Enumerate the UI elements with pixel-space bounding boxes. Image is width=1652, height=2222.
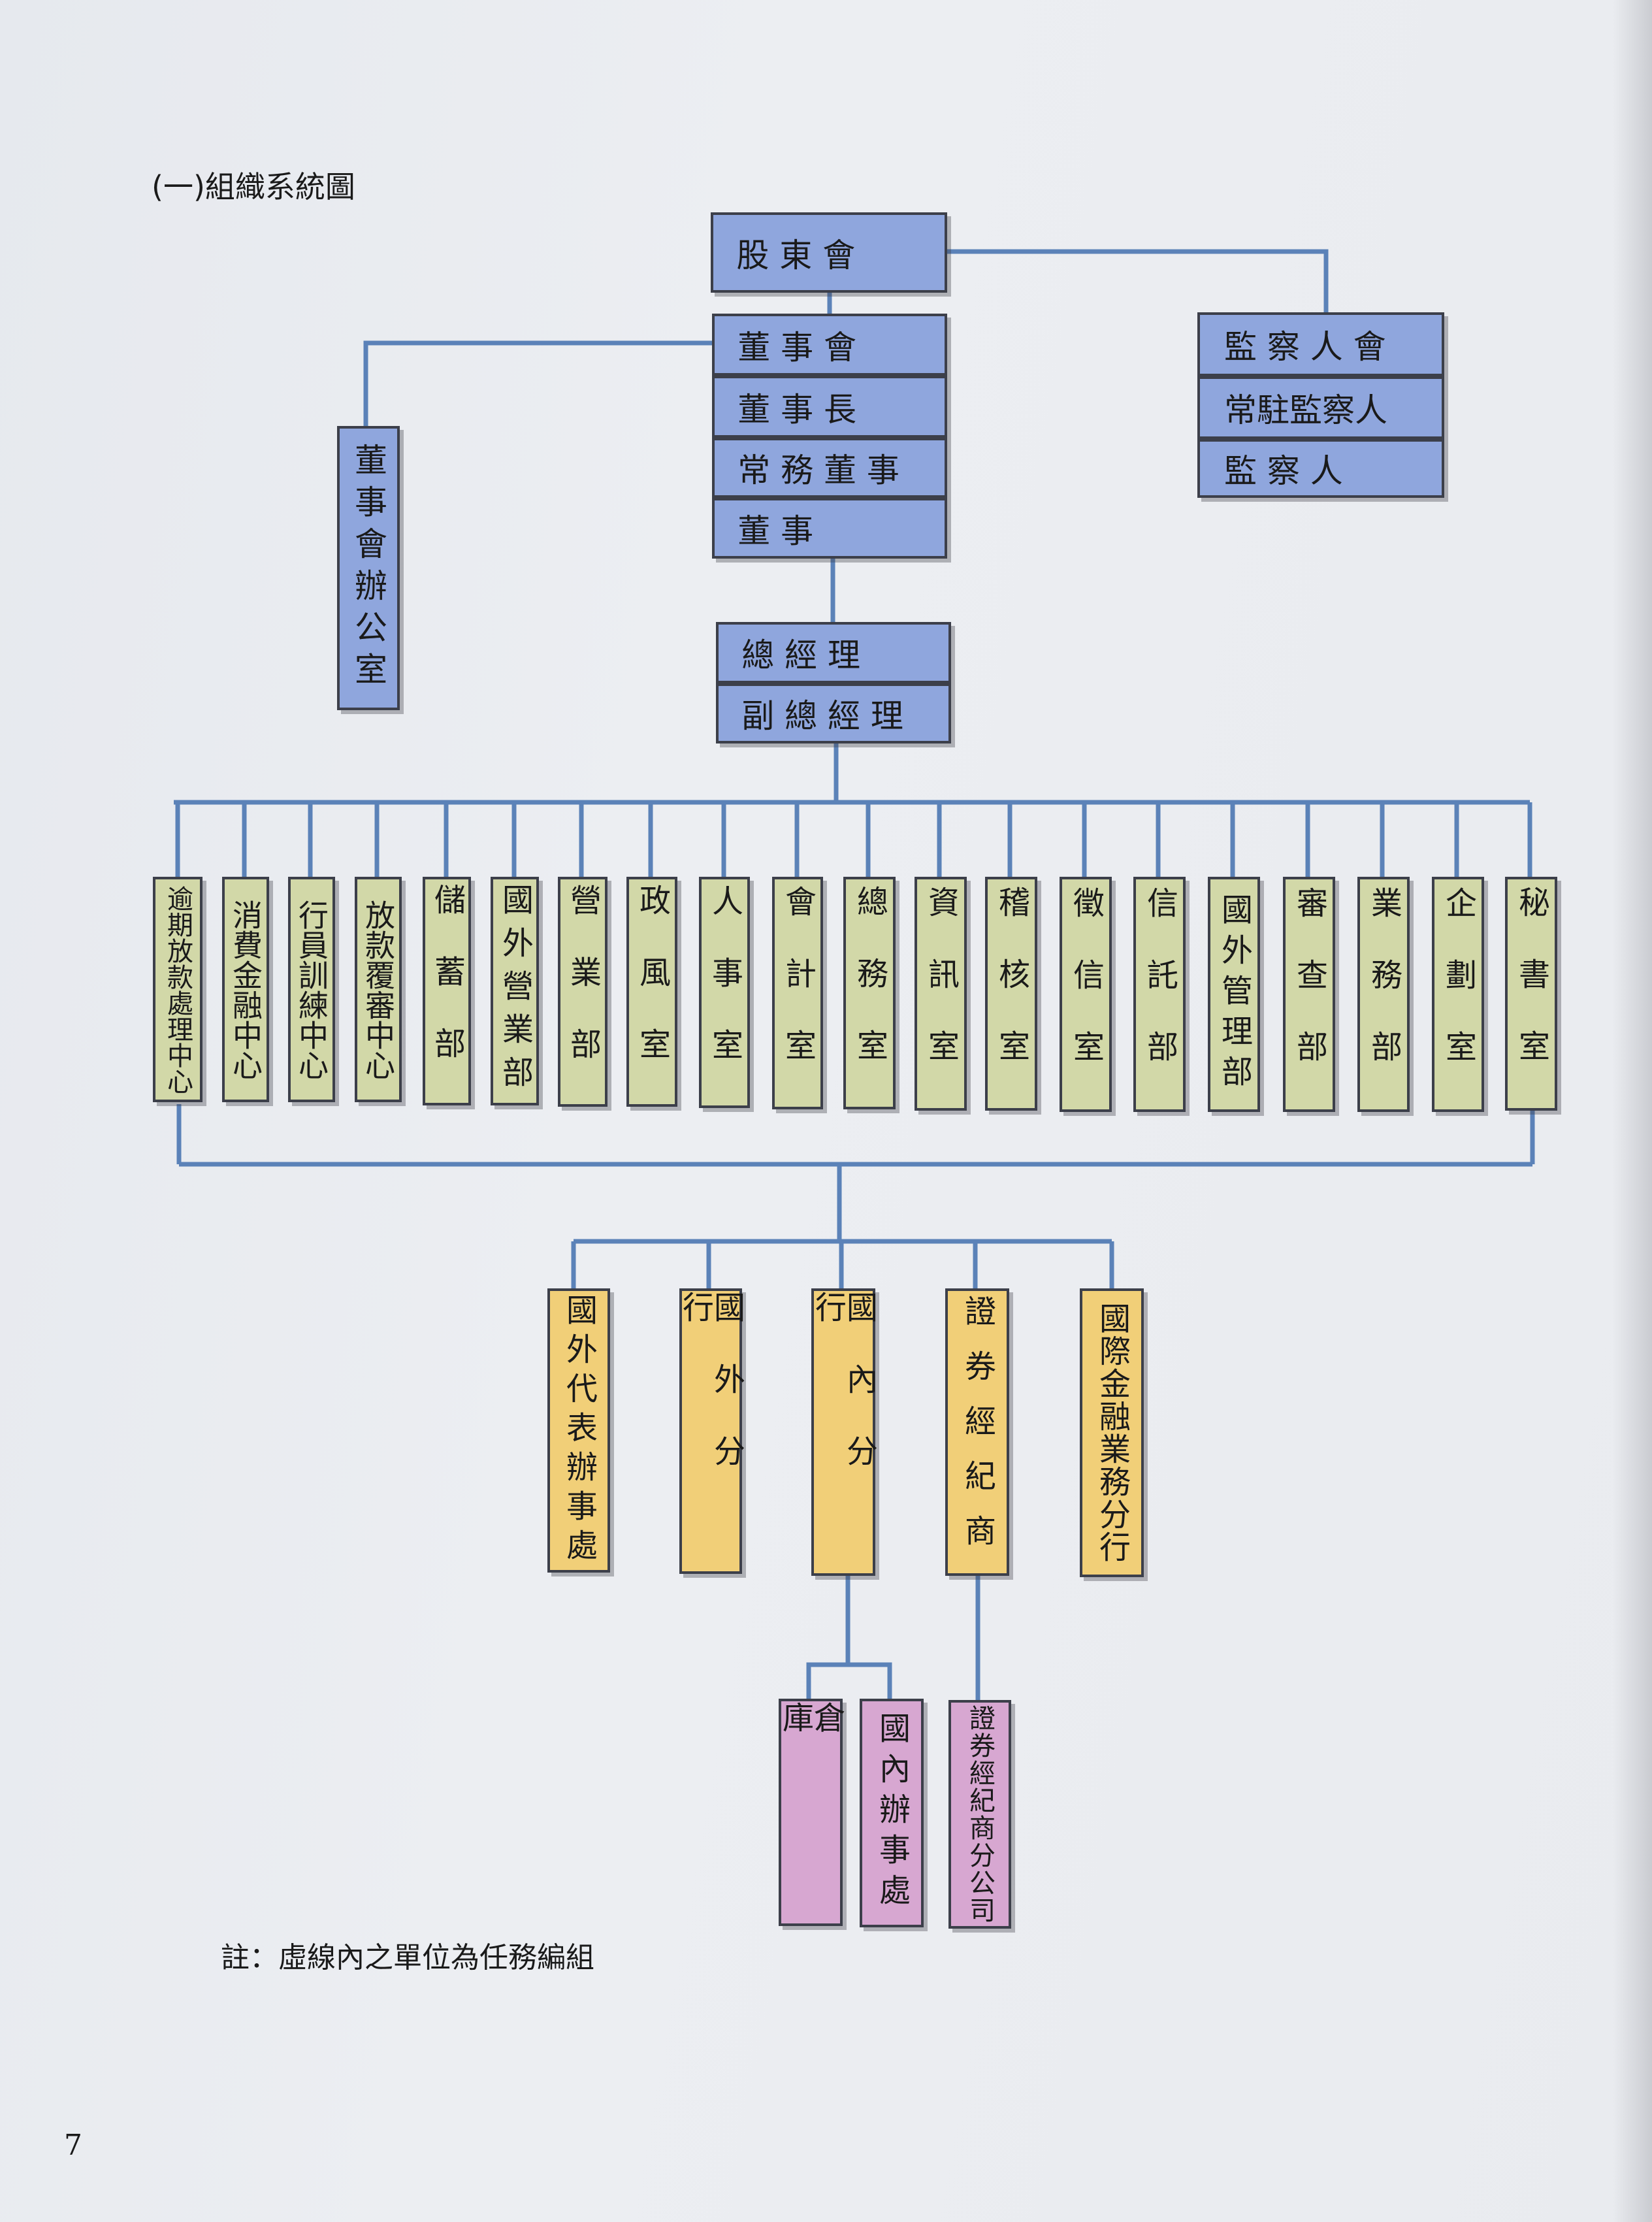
sub-unit-box: 國內辦事處 — [860, 1699, 924, 1927]
dept-box: 營業部 — [558, 877, 607, 1107]
vice-president-label: 副 總 經 理 — [741, 697, 903, 735]
resident-supervisor-label: 常駐監察人 — [1224, 391, 1387, 429]
dept-label: 會計室 — [779, 885, 816, 1101]
dept-label: 秘書室 — [1513, 886, 1549, 1102]
board-office-label: 董事會辦公室 — [349, 442, 387, 694]
dept-box: 人事室 — [699, 877, 750, 1108]
dept-label: 業務部 — [1365, 887, 1402, 1102]
dept-box: 國外管理部 — [1208, 877, 1260, 1112]
shareholders-label: 股 東 會 — [736, 236, 856, 274]
dept-label: 企劃室 — [1440, 887, 1476, 1102]
page-title: (一)組織系統圖 — [152, 169, 355, 204]
branch-box: 證券經紀商 — [945, 1288, 1009, 1576]
dept-label: 放款覆審中心 — [361, 899, 396, 1080]
page-number: 7 — [64, 2129, 82, 2162]
dept-box: 徵信室 — [1060, 877, 1112, 1112]
sub-unit-box: 倉庫 — [777, 1699, 845, 1926]
dept-label: 信託部 — [1141, 887, 1178, 1102]
dept-box: 總務室 — [843, 877, 896, 1109]
dept-box: 企劃室 — [1432, 877, 1484, 1112]
dept-box: 審查部 — [1283, 877, 1335, 1112]
dept-box: 政風室 — [626, 877, 677, 1107]
supervisor-label: 監 察 人 — [1224, 452, 1343, 490]
footnote: 註：虛線內之單位為任務編組 — [221, 1941, 594, 1974]
dept-label: 徵信室 — [1067, 887, 1104, 1102]
supervisors-meeting-box: 監 察 人 會 — [1197, 312, 1444, 376]
dept-box: 會計室 — [772, 877, 823, 1109]
branch-label: 國際金融業務分行 — [1093, 1302, 1130, 1563]
dept-label: 儲蓄部 — [429, 883, 465, 1099]
president-label: 總 經 理 — [741, 636, 860, 674]
dept-label: 行員訓練中心 — [294, 899, 329, 1080]
dept-box: 放款覆審中心 — [355, 877, 402, 1102]
dept-box: 逾期放款處理中心 — [153, 877, 202, 1102]
sub-unit-label: 倉庫 — [777, 1701, 845, 1844]
dept-label: 總務室 — [851, 885, 888, 1101]
resident-supervisor-box: 常駐監察人 — [1197, 376, 1444, 439]
branch-label: 國內分行 — [809, 1291, 877, 1507]
supervisors-meeting-label: 監 察 人 會 — [1224, 328, 1386, 366]
dept-label: 逾期放款處理中心 — [163, 885, 193, 1094]
board-directors-meeting-box: 董 事 會 — [712, 314, 947, 376]
board-chairman-label: 董 事 長 — [737, 390, 856, 429]
board-directors-meeting-label: 董 事 會 — [737, 328, 856, 367]
dept-box: 行員訓練中心 — [288, 877, 335, 1102]
branch-label: 國外分行 — [677, 1291, 745, 1507]
branch-label: 國外代表辦事處 — [560, 1293, 597, 1568]
board-office-box: 董事會辦公室 — [337, 426, 400, 710]
branch-label: 證券經紀商 — [959, 1295, 996, 1569]
dept-label: 國外營業部 — [496, 883, 533, 1099]
vice-president-box: 副 總 經 理 — [716, 683, 951, 743]
dept-label: 國外管理部 — [1216, 893, 1252, 1096]
dept-label: 營業部 — [564, 884, 601, 1100]
president-box: 總 經 理 — [716, 622, 951, 683]
shareholders-box: 股 東 會 — [711, 212, 947, 293]
board-managing-director-label: 常 務 董 事 — [737, 451, 899, 489]
dept-box: 消費金融中心 — [222, 877, 269, 1102]
dept-box: 資訊室 — [915, 877, 967, 1111]
dept-box: 儲蓄部 — [423, 877, 471, 1105]
board-director-label: 董 事 — [737, 512, 814, 550]
dept-box: 秘書室 — [1505, 877, 1557, 1111]
branch-box: 國際金融業務分行 — [1080, 1288, 1144, 1577]
dept-box: 信託部 — [1133, 877, 1186, 1112]
line-shareholders-supervisors — [947, 249, 1329, 312]
dept-drops — [175, 802, 1532, 879]
branch-box: 國外代表辦事處 — [547, 1288, 610, 1573]
branch-box: 國內分行 — [809, 1288, 877, 1576]
dept-label: 人事室 — [706, 885, 743, 1100]
dept-box: 稽核室 — [985, 877, 1037, 1111]
dept-label: 審查部 — [1291, 887, 1327, 1102]
board-managing-director-box: 常 務 董 事 — [712, 438, 947, 498]
sub-unit-box: 證券經紀商分公司 — [948, 1700, 1011, 1929]
dept-label: 資訊室 — [922, 886, 959, 1102]
dept-label: 消費金融中心 — [228, 899, 263, 1080]
sub-unit-label: 國內辦事處 — [873, 1712, 910, 1914]
board-chairman-box: 董 事 長 — [712, 376, 947, 438]
dept-box: 業務部 — [1357, 877, 1410, 1112]
branch-box: 國外分行 — [677, 1288, 745, 1574]
dept-label: 政風室 — [634, 884, 670, 1100]
sub-unit-label: 證券經紀商分公司 — [965, 1705, 995, 1924]
line-board-office — [363, 340, 712, 428]
supervisor-box: 監 察 人 — [1197, 439, 1444, 498]
dept-box: 國外營業部 — [491, 877, 539, 1105]
board-director-box: 董 事 — [712, 498, 947, 559]
page-edge-shadow — [1613, 0, 1652, 2222]
dept-label: 稽核室 — [993, 886, 1029, 1102]
